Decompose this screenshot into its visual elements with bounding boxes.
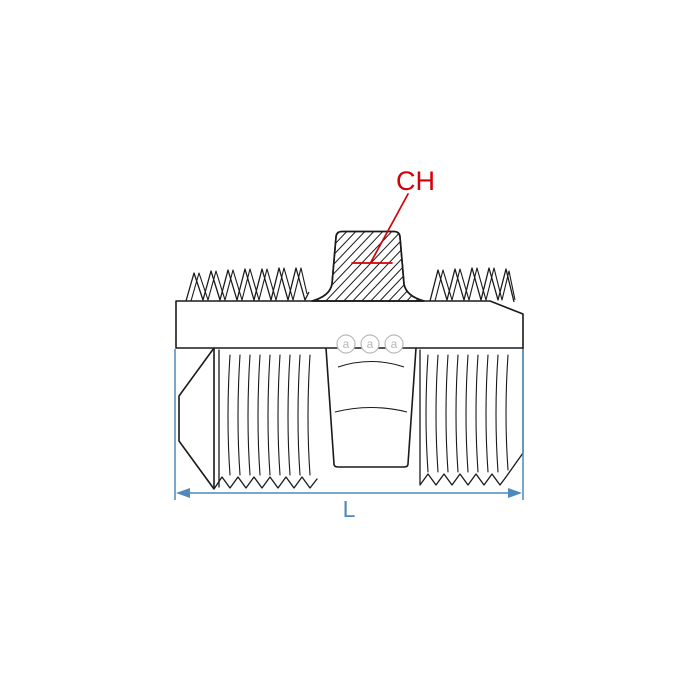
watermark-letter: a [391,337,398,351]
flare-cone [178,347,215,490]
hex-outline-stroke [311,230,425,302]
lower-threads-left [213,349,318,490]
arrowhead-right [508,488,522,498]
watermark-letter: a [343,337,350,351]
top-threads-left [185,267,310,302]
lower-threads-right [419,347,524,486]
watermark-letter: a [367,337,374,351]
ch-annotation [351,193,409,264]
arrowhead-left [176,488,190,498]
ch-leader-line [370,193,409,263]
body-band [175,300,524,349]
length-label: L [343,496,356,522]
top-threads-right [429,267,516,303]
watermark: a a a [336,334,404,354]
hex-section [311,230,425,302]
ch-label: CH [396,166,435,196]
hex-hatch [312,231,424,301]
hex-flat [325,347,417,468]
length-dimension [174,349,524,500]
fitting-body [175,230,524,490]
